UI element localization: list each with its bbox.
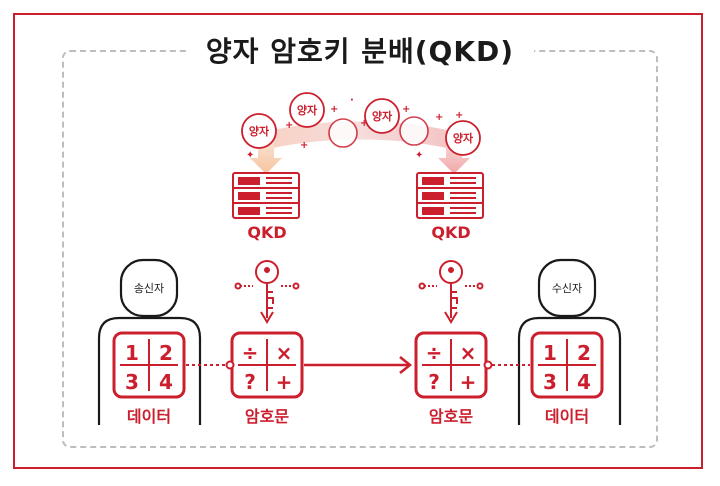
data-box-left: 1 2 3 4	[112, 331, 186, 399]
data-cell: 3	[125, 370, 139, 394]
decrypt-connector-right	[483, 360, 530, 370]
sparkle-icon: +	[435, 112, 443, 123]
key-icon-right	[418, 260, 484, 324]
data-cell: 2	[577, 341, 591, 365]
transmission-arrow	[304, 356, 413, 374]
data-cell: 4	[577, 370, 591, 394]
empty-photon-circle	[399, 116, 429, 146]
sparkle-icon: +	[455, 110, 463, 121]
quantum-channel-beam	[250, 121, 470, 174]
encrypt-connector-left	[186, 360, 235, 370]
photon-3: 양자	[364, 98, 400, 134]
cipher-cell: ×	[460, 341, 477, 365]
photon-label: 양자	[453, 131, 474, 145]
data-label-left: 데이터	[127, 407, 171, 426]
photon-1: 양자	[241, 113, 277, 149]
photon-label: 양자	[297, 103, 318, 117]
title-box: 양자 암호키 분배(QKD)	[186, 27, 534, 73]
outer-frame	[13, 13, 703, 469]
qkd-device-right	[416, 172, 484, 219]
qkd-label-right: QKD	[431, 223, 470, 242]
data-box-right: 1 2 3 4	[530, 331, 604, 399]
cipher-cell: +	[276, 370, 293, 394]
qkd-device-left	[232, 172, 300, 219]
sparkle-icon: ✦	[415, 150, 423, 161]
sender-label: 송신자	[134, 282, 164, 295]
data-cell: 1	[125, 341, 139, 365]
cipher-cell: ?	[244, 370, 256, 394]
empty-photon-circle	[328, 118, 358, 148]
qkd-label-left: QKD	[247, 223, 286, 242]
cipher-cell: ?	[428, 370, 440, 394]
sparkle-icon: ✦	[246, 150, 254, 161]
cipher-label-left: 암호문	[245, 407, 289, 426]
data-cell: 3	[543, 370, 557, 394]
photon-label: 양자	[372, 109, 393, 123]
cipher-cell: ÷	[426, 341, 443, 365]
sparkle-icon: ·	[350, 95, 354, 106]
sparkle-decorations: ✦ + + + · + + + ✦ +	[246, 95, 463, 161]
cipher-cell: ×	[276, 341, 293, 365]
photon-2: 양자	[289, 92, 325, 128]
data-cell: 2	[159, 341, 173, 365]
photon-label: 양자	[249, 124, 270, 138]
sparkle-icon: +	[402, 104, 410, 115]
sparkle-icon: +	[300, 140, 308, 151]
data-label-right: 데이터	[545, 407, 589, 426]
cipher-cell: ÷	[242, 341, 259, 365]
cipher-box-left: ÷ × ? +	[230, 331, 304, 399]
sparkle-icon: +	[360, 118, 368, 129]
data-cell: 4	[159, 370, 173, 394]
data-cell: 1	[543, 341, 557, 365]
cipher-box-right: ÷ × ? +	[414, 331, 488, 399]
receiver-label: 수신자	[552, 282, 582, 295]
key-icon-left	[234, 260, 300, 324]
cipher-cell: +	[460, 370, 477, 394]
cipher-label-right: 암호문	[429, 407, 473, 426]
sparkle-icon: +	[330, 104, 338, 115]
photon-4: 양자	[445, 120, 481, 156]
diagram-title: 양자 암호키 분배(QKD)	[205, 35, 515, 68]
sparkle-icon: +	[285, 120, 293, 131]
